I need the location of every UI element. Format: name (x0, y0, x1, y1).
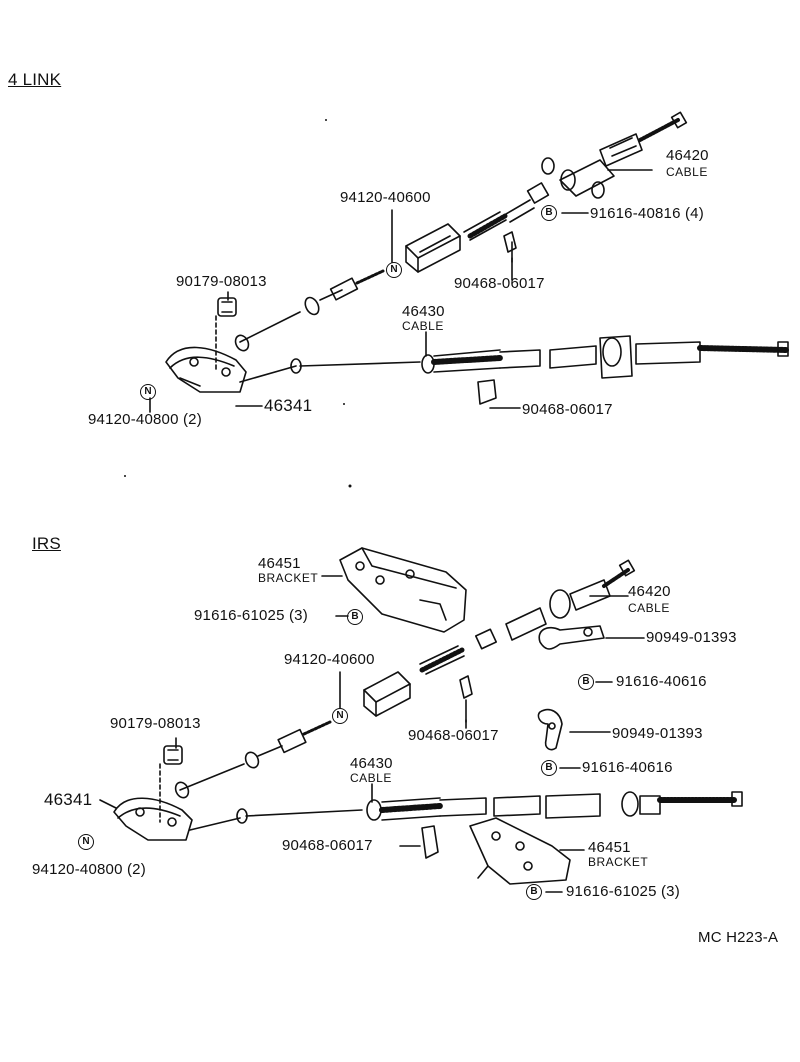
label-46420-name: CABLE (666, 165, 708, 179)
b-badge-icon: B (526, 884, 542, 900)
label-94120-40800: 94120-40800 (2) (88, 411, 202, 428)
n-badge-icon: N (140, 384, 156, 400)
label-91616-40816: 91616-40816 (4) (590, 205, 704, 222)
bracket-block-irs (363, 671, 411, 717)
scan-specks (124, 119, 352, 488)
label-46420-number-irs: 46420 (628, 583, 671, 600)
label-46430-name: CABLE (402, 319, 444, 333)
b-badge-icon: B (541, 760, 557, 776)
section-title-irs: IRS (32, 534, 61, 553)
clip-90468-irs-b (421, 825, 439, 859)
bracket-block-4link (405, 223, 461, 273)
b-badge-icon: B (578, 674, 594, 690)
label-90468-06017-b: 90468-06017 (522, 401, 613, 418)
label-94120-40600-irs: 94120-40600 (284, 651, 375, 668)
label-46451-number-bottom: 46451 (588, 839, 631, 856)
bracket-46451-bottom (469, 817, 571, 885)
label-91616-61025-bottom: 91616-61025 (3) (566, 883, 680, 900)
clamp-90949-b (537, 708, 563, 751)
clip-90468-a (503, 231, 517, 253)
label-46430-name-irs: CABLE (350, 771, 392, 785)
label-91616-40616-b: 91616-40616 (582, 759, 673, 776)
label-90468-06017-irs-b: 90468-06017 (282, 837, 373, 854)
label-94120-40800-irs: 94120-40800 (2) (32, 861, 146, 878)
n-badge-icon: N (332, 708, 348, 724)
label-46451-name-top: BRACKET (258, 571, 319, 585)
grommet-90179-irs (163, 745, 183, 765)
grommet-90179-4link (217, 297, 237, 317)
section-title-4-link: 4 LINK (8, 70, 62, 89)
clip-90468-irs-a (459, 675, 473, 699)
label-46341-irs: 46341 (44, 790, 93, 809)
label-46451-number-top: 46451 (258, 555, 301, 572)
cable-46430-4link (239, 335, 789, 383)
label-90949-01393-b: 90949-01393 (612, 725, 703, 742)
label-91616-61025-top: 91616-61025 (3) (194, 607, 308, 624)
b-badge-icon: B (347, 609, 363, 625)
clip-90468-b (477, 379, 497, 405)
n-badge-icon: N (78, 834, 94, 850)
label-46420-number: 46420 (666, 147, 709, 164)
label-90179-08013: 90179-08013 (176, 273, 267, 290)
equalizer-46341-4link (165, 315, 247, 393)
cable-46430-irs (189, 791, 743, 831)
label-90949-01393-a: 90949-01393 (646, 629, 737, 646)
label-46430-number-irs: 46430 (350, 755, 393, 772)
b-badge-icon: B (541, 205, 557, 221)
cable-46420-4link (234, 111, 688, 352)
clamp-90949-a (538, 625, 605, 650)
label-46420-name-irs: CABLE (628, 601, 670, 615)
label-90468-06017-irs-a: 90468-06017 (408, 727, 499, 744)
label-46451-name-bottom: BRACKET (588, 855, 649, 869)
diagram-code: MC H223-A (698, 929, 779, 946)
label-46341: 46341 (264, 396, 313, 415)
label-46430-number: 46430 (402, 303, 445, 320)
label-90179-08013-irs: 90179-08013 (110, 715, 201, 732)
label-90468-06017-a: 90468-06017 (454, 275, 545, 292)
n-badge-icon: N (386, 262, 402, 278)
cable-46420-irs (174, 559, 636, 799)
label-94120-40600: 94120-40600 (340, 189, 431, 206)
label-91616-40616-a: 91616-40616 (616, 673, 707, 690)
equalizer-46341-irs (113, 763, 193, 841)
bracket-46451-top (339, 547, 467, 633)
